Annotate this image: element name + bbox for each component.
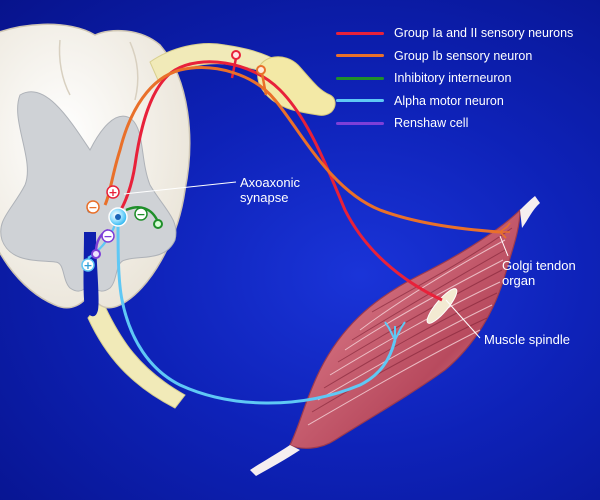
svg-text:−: −	[88, 201, 97, 214]
legend-label: Alpha motor neuron	[394, 93, 504, 108]
golgi-line1: Golgi tendon	[502, 258, 576, 273]
svg-text:+: +	[108, 186, 117, 199]
legend-swatch	[336, 31, 384, 35]
legend-swatch	[336, 99, 384, 103]
muscle-spindle-label: Muscle spindle	[484, 332, 570, 347]
ventral-root	[87, 299, 186, 409]
synapse-sign-excitatory-bottom: +	[81, 258, 95, 272]
muscle-spindle	[426, 288, 458, 324]
legend-label: Group Ib sensory neuron	[394, 48, 533, 63]
legend-label: Inhibitory interneuron	[394, 71, 512, 86]
group-ia-ii-neuron	[116, 60, 443, 302]
legend-label: Renshaw cell	[394, 116, 469, 131]
synapse-sign-inhibitory-lower: −	[101, 229, 115, 243]
legend-item: Group Ib sensory neuron	[336, 45, 573, 68]
legend-item: Alpha motor neuron	[336, 90, 573, 113]
svg-text:−: −	[136, 208, 145, 221]
svg-text:−: −	[103, 230, 112, 243]
axoaxonic-leader	[123, 181, 237, 195]
inhibitory-interneuron	[125, 206, 160, 223]
svg-text:+: +	[83, 259, 92, 272]
synapse-sign-excitatory-top: +	[106, 185, 120, 199]
synapse-sign-inhibitory-right: −	[134, 207, 148, 221]
legend-swatch	[336, 54, 384, 58]
spindle-leader	[445, 299, 481, 339]
legend-item: Renshaw cell	[336, 112, 573, 135]
spinal-cord-section	[0, 23, 191, 317]
legend-item: Inhibitory interneuron	[336, 67, 573, 90]
legend-label: Group Ia and II sensory neurons	[394, 26, 574, 41]
axoaxonic-line1: Axoaxonic	[240, 175, 300, 190]
legend-item: Group Ia and II sensory neurons	[336, 22, 573, 45]
alpha-motor-axon	[116, 219, 397, 405]
synapse-sign-inhibitory-left: −	[86, 200, 100, 214]
legend-swatch	[336, 76, 384, 80]
group-ib-neuron	[103, 66, 501, 234]
golgi-line2: organ	[502, 273, 536, 288]
golgi-tendon-organ-label: Golgi tendon organ	[502, 258, 576, 288]
legend: Group Ia and II sensory neurons Group Ib…	[336, 22, 573, 135]
golgi-leader	[499, 235, 509, 257]
axoaxonic-synapse-label: Axoaxonic synapse	[240, 175, 300, 205]
axoaxonic-line2: synapse	[240, 190, 289, 205]
legend-swatch	[336, 121, 384, 125]
